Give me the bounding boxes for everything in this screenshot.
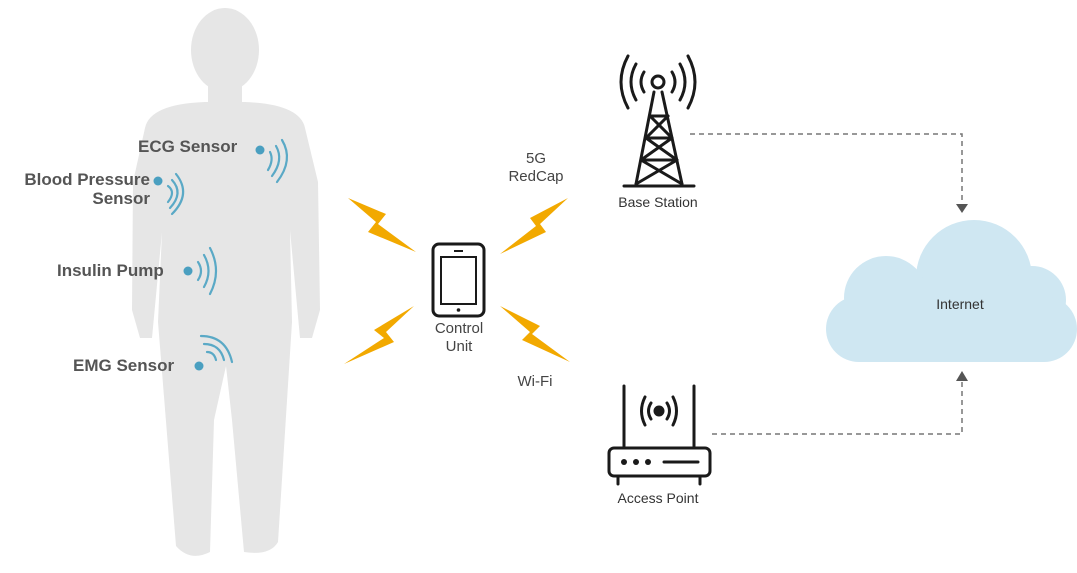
access-point-label: Access Point [617, 490, 699, 506]
ecg-signal-icon [266, 138, 289, 184]
tablet-icon [431, 242, 486, 318]
dashed-connector [690, 133, 963, 435]
blood-pressure-sensor-dot [153, 176, 163, 186]
blood-pressure-signal-icon [166, 172, 185, 216]
control-unit-label-line2: Unit [445, 338, 473, 355]
arrow-down-icon [956, 204, 968, 213]
control-unit-label: Control Unit [419, 320, 499, 356]
insulin-pump-signal-icon [196, 246, 218, 296]
arrow-up-icon [956, 371, 968, 381]
base-station-label: Base Station [618, 194, 698, 210]
blood-pressure-label-line1: Blood Pressure [24, 170, 150, 189]
blood-pressure-sensor-label: Blood Pressure Sensor [10, 170, 150, 208]
cloud-icon [826, 220, 1077, 362]
cellular-link-label-line2: RedCap [508, 168, 564, 185]
cell-tower-icon [619, 54, 697, 188]
emg-sensor-label: EMG Sensor [73, 356, 175, 375]
ecg-sensor-dot [255, 145, 265, 155]
wifi-link-label: Wi-Fi [517, 373, 553, 390]
router-icon [607, 384, 712, 486]
human-body-silhouette [132, 8, 320, 556]
lightning-bolt-icon [344, 198, 570, 364]
emg-sensor-dot [194, 361, 204, 371]
cellular-link-label: 5G RedCap [496, 150, 576, 186]
emg-signal-icon [199, 334, 234, 364]
internet-label: Internet [936, 296, 984, 312]
cellular-link-label-line1: 5G [525, 150, 546, 167]
ecg-sensor-label: ECG Sensor [138, 137, 238, 156]
insulin-pump-label: Insulin Pump [57, 261, 164, 280]
insulin-pump-dot [183, 266, 193, 276]
blood-pressure-label-line2: Sensor [92, 189, 150, 208]
control-unit-label-line1: Control [434, 320, 484, 337]
